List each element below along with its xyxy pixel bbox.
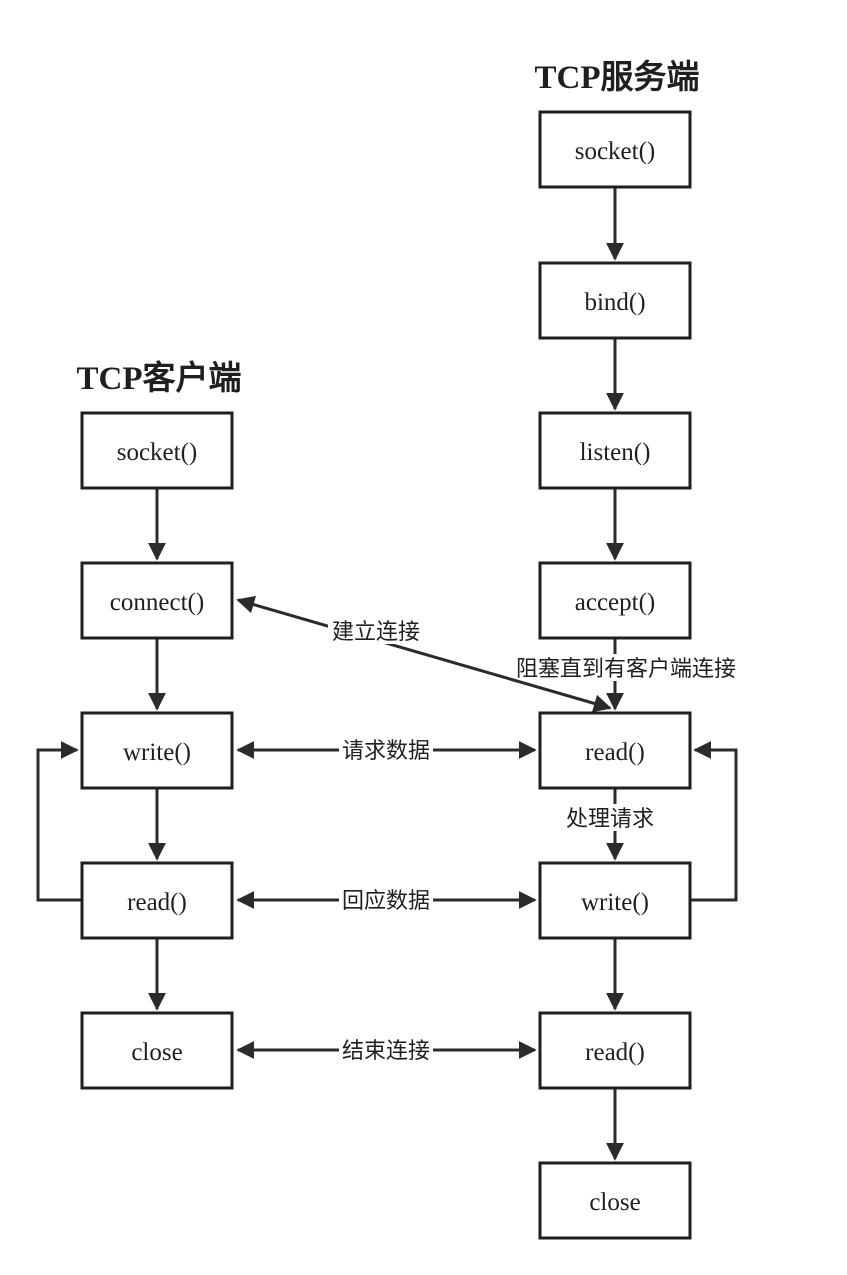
response-data-label-bg <box>339 886 433 913</box>
server-box-close-label: close <box>589 1189 640 1216</box>
server-box-socket <box>538 110 692 189</box>
block-until-client-label: 阻塞直到有客户端连接 <box>516 656 736 681</box>
server-box-accept <box>538 561 692 640</box>
client-box-read <box>80 861 234 940</box>
process-request-label: 处理请求 <box>566 806 654 831</box>
establish-connection-label-bg <box>328 616 425 644</box>
server-box-socket-label: socket() <box>575 138 656 165</box>
client-loop-read-to-write <box>36 741 82 902</box>
end-connection-label-bg <box>339 1036 433 1063</box>
arrow-establish-connection <box>236 595 612 713</box>
server-loop-write-to-read <box>690 741 738 902</box>
client-box-close-label: close <box>131 1039 182 1066</box>
server-box-read <box>538 711 692 790</box>
server-box-listen <box>538 411 692 490</box>
client-box-socket-label: socket() <box>117 439 198 466</box>
establish-connection-label: 建立连接 <box>332 619 420 644</box>
process-request-label-bg <box>562 804 658 831</box>
server-box-write-label: write() <box>581 889 649 916</box>
end-connection-label: 结束连接 <box>342 1038 430 1063</box>
server-box-accept-label: accept() <box>575 589 655 616</box>
server-box-bind-label: bind() <box>584 289 645 316</box>
request-data-label-bg <box>339 736 433 763</box>
request-data-label: 请求数据 <box>342 738 430 763</box>
server-box-read2 <box>538 1011 692 1090</box>
client-box-socket <box>80 411 234 490</box>
server-box-bind <box>538 261 692 340</box>
client-box-close <box>80 1011 234 1090</box>
client-box-connect <box>80 561 234 640</box>
server-box-read2-label: read() <box>585 1039 645 1066</box>
client-column-title: TCP客户端 <box>77 359 242 397</box>
server-box-close <box>538 1161 692 1240</box>
server-column-title: TCP服务端 <box>535 59 700 96</box>
client-box-write-label: write() <box>123 739 191 766</box>
client-box-write <box>80 711 234 790</box>
server-box-read-label: read() <box>585 739 645 766</box>
client-box-read-label: read() <box>127 889 187 916</box>
server-box-listen-label: listen() <box>580 439 651 466</box>
response-data-label: 回应数据 <box>342 888 430 913</box>
server-box-write <box>538 861 692 940</box>
client-box-connect-label: connect() <box>110 589 204 616</box>
